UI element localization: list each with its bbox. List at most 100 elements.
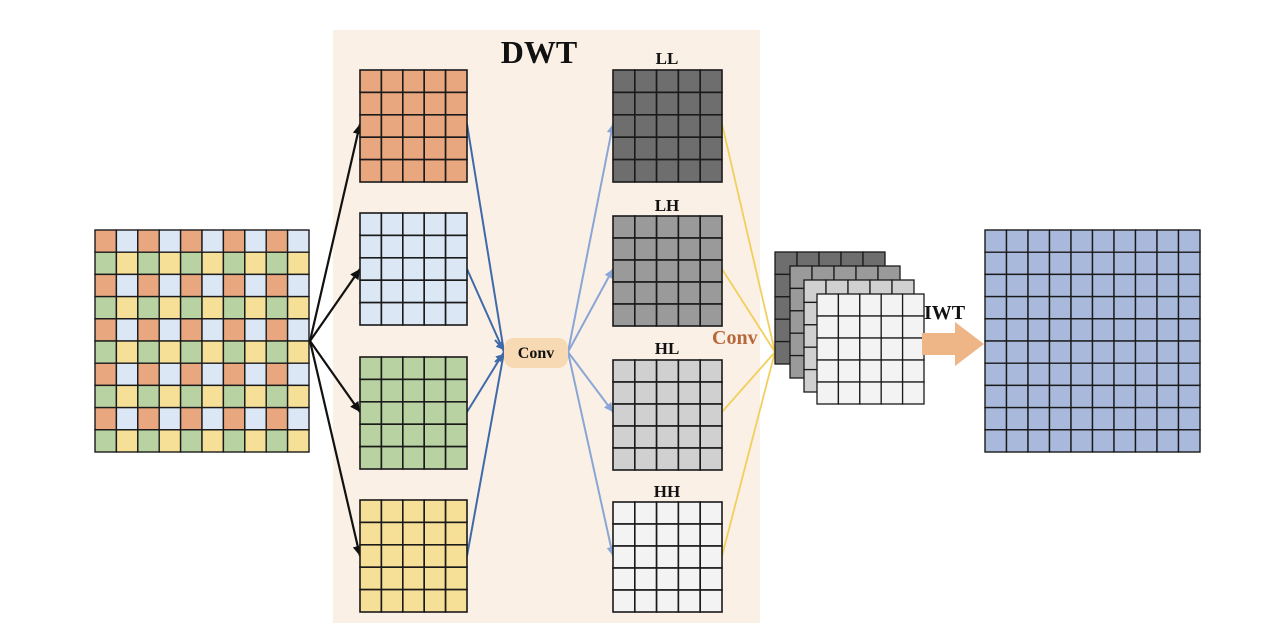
hh-grid-cell: [677, 523, 702, 547]
orange-grid-cell: [423, 114, 447, 139]
green-grid-cell: [423, 423, 447, 448]
ll-grid-cell: [612, 91, 636, 116]
input-grid-cell: [222, 273, 246, 298]
orange-grid-cell: [444, 114, 468, 139]
stack-hh-cell: [859, 359, 882, 383]
input-grid-cell: [244, 251, 267, 276]
input-grid-cell: [115, 340, 139, 364]
lightblue-grid-cell: [401, 279, 425, 304]
input-grid-cell: [137, 384, 160, 409]
ll-grid-cell: [633, 114, 658, 139]
output-grid-cell: [1177, 406, 1201, 431]
input-grid-cell: [115, 229, 139, 253]
output-grid-cell: [1113, 229, 1137, 253]
input-grid-cell: [222, 384, 246, 409]
yellow-grid-cell: [380, 521, 404, 546]
yellow-grid-cell: [423, 499, 447, 524]
hh-grid-cell: [612, 589, 636, 613]
lightblue-grid-cell: [444, 279, 468, 304]
ll-grid-cell: [699, 114, 723, 139]
input-grid-cell: [137, 295, 160, 320]
output-grid-cell: [1048, 340, 1072, 364]
ll-grid-cell: [699, 158, 723, 183]
hl-grid-cell: [655, 381, 680, 405]
output-grid-cell: [1156, 251, 1180, 276]
lh-grid-cell: [633, 215, 658, 239]
orange-grid-cell: [359, 136, 383, 161]
output-grid-cell: [1027, 295, 1051, 320]
output-grid-cell: [1156, 406, 1180, 431]
yellow-grid: [359, 499, 468, 613]
output-grid-cell: [1134, 295, 1158, 320]
stack-hh-cell: [816, 381, 840, 405]
to-subband-arrow-4: [567, 351, 614, 557]
input-arrow-2-head: [350, 269, 360, 281]
input-grid-cell: [201, 251, 225, 276]
hl-grid-cell: [655, 403, 680, 427]
output-grid-cell: [1091, 295, 1115, 320]
hh-grid-cell: [699, 501, 723, 525]
lh-grid-cell: [677, 215, 702, 239]
input-grid-cell: [265, 384, 289, 409]
input-grid-cell: [201, 318, 225, 342]
output-grid-cell: [1005, 251, 1029, 276]
ll-grid-cell: [699, 136, 723, 161]
hl-grid-cell: [612, 447, 636, 471]
input-grid-cell: [94, 251, 118, 276]
green-grid-cell: [359, 356, 383, 381]
output-grid-cell: [1134, 406, 1158, 431]
output-grid-cell: [1156, 384, 1180, 409]
hl-grid: [612, 359, 723, 471]
yellow-grid-cell: [359, 566, 383, 591]
ll-label: LL: [656, 49, 679, 68]
output-grid-cell: [1027, 429, 1051, 453]
stack-hh-cell: [859, 381, 882, 405]
hh-grid-cell: [612, 523, 636, 547]
input-arrow-1: [308, 123, 362, 342]
hh-grid-cell: [655, 501, 680, 525]
input-grid-cell: [179, 229, 203, 253]
output-grid-cell: [984, 384, 1008, 409]
input-arrow-4: [308, 340, 362, 557]
output-grid-cell: [1113, 273, 1137, 298]
lightblue-grid-cell: [444, 212, 468, 237]
yellow-grid-cell: [401, 566, 425, 591]
hh-grid-cell: [677, 545, 702, 569]
hh-grid-cell: [699, 567, 723, 591]
green-grid-cell: [380, 356, 404, 381]
input-grid-cell: [158, 406, 182, 431]
input-grid-cell: [244, 406, 267, 431]
hh-grid-cell: [677, 589, 702, 613]
input-grid-cell: [94, 362, 118, 387]
conv-label: Conv: [518, 345, 554, 362]
output-grid-cell: [1005, 406, 1029, 431]
yellow-grid-cell: [423, 588, 447, 613]
output-grid-cell: [1005, 429, 1029, 453]
yellow-grid-cell: [444, 566, 468, 591]
green-grid-cell: [444, 356, 468, 381]
lightblue-grid-cell: [380, 212, 404, 237]
output-grid-cell: [1134, 362, 1158, 387]
yellow-grid-cell: [359, 543, 383, 568]
lh-grid-cell: [699, 215, 723, 239]
input-grid-cell: [137, 229, 160, 253]
output-grid-cell: [1091, 429, 1115, 453]
ll-grid-cell: [612, 69, 636, 94]
lh-grid-cell: [677, 237, 702, 261]
ll-grid-cell: [633, 136, 658, 161]
input-grid-cell: [244, 340, 267, 364]
green-grid-cell: [359, 423, 383, 448]
stack-hh: [816, 293, 925, 405]
hh-grid-cell: [655, 567, 680, 591]
output-grid-cell: [1027, 273, 1051, 298]
lightblue-grid-cell: [423, 234, 447, 259]
lightblue-grid-cell: [444, 301, 468, 326]
ll-grid-cell: [633, 91, 658, 116]
stack-hh-cell: [859, 315, 882, 339]
input-grid-cell: [201, 429, 225, 453]
to-conv-arrow-b-head: [495, 354, 504, 363]
lh-grid-cell: [655, 259, 680, 283]
stack-hh-cell: [880, 337, 904, 361]
green-grid-cell: [444, 423, 468, 448]
input-grid-cell: [201, 229, 225, 253]
